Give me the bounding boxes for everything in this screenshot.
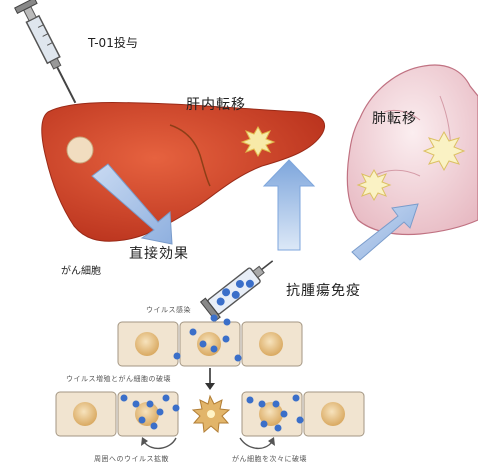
cell-row-1 (118, 315, 302, 367)
spread-curved-arrow (144, 438, 176, 448)
direct-effect-label: 直接効果 (129, 243, 189, 263)
liver-metastasis-star (242, 127, 274, 156)
cancer-cell-label: がん細胞 (61, 262, 101, 277)
injection-label: T-01投与 (88, 34, 138, 51)
virus-infection-label: ウイルス感染 (146, 305, 191, 315)
virus-syringe-icon (201, 251, 280, 320)
destroy-curved-arrow (240, 438, 272, 448)
replication-destruction-label: ウイルス増殖とがん細胞の破壊 (66, 374, 171, 384)
liver-tumor (67, 137, 93, 163)
step-arrowhead (205, 383, 215, 390)
antitumor-immunity-label: 抗腫瘍免疫 (286, 280, 361, 300)
destroy-label: がん細胞を次々に破壊 (232, 454, 307, 464)
syringe-icon (15, 0, 85, 108)
liver-metastasis-label: 肝内転移 (186, 94, 246, 114)
lung-metastasis-star (358, 170, 390, 200)
immunity-up-arrow (264, 160, 314, 250)
spread-label: 周囲へのウイルス拡散 (94, 454, 169, 464)
lung-metastasis-label: 肺転移 (372, 108, 417, 128)
